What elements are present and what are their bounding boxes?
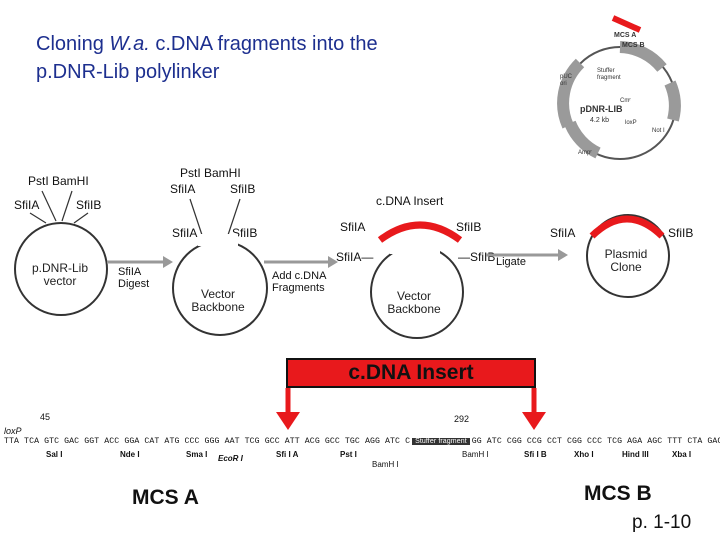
vector-plasmid-circle xyxy=(14,222,108,316)
site-xho: Xho I xyxy=(574,450,594,459)
backbone-sfia-top: SfiIA xyxy=(170,182,196,196)
stage-insert-arc xyxy=(377,221,463,243)
seq-position-right: 292 xyxy=(454,414,470,424)
ligate-step-label: Ligate xyxy=(496,256,526,268)
plasmid-mcs-b: MCS B xyxy=(622,42,645,49)
seq-stuffer: Stuffer fragment xyxy=(412,438,470,445)
plasmid-stuffer-1: Stuffer xyxy=(597,68,615,74)
plasmid-size: 4.2 kb xyxy=(590,117,610,124)
site-sal: Sal I xyxy=(46,450,63,459)
vector-sfia-label: SfiIA xyxy=(14,198,40,212)
plasmid-loxp: loxP xyxy=(625,120,637,126)
site-sma: Sma I xyxy=(186,450,208,459)
title-line-2: p.DNR-Lib polylinker xyxy=(36,61,220,83)
title-line-1: Cloning W.a. c.DNA fragments into the xyxy=(36,33,378,55)
site-bam: BamH I xyxy=(462,450,489,459)
site-xba: Xba I xyxy=(672,450,692,459)
site-bam-low: BamH I xyxy=(372,460,399,469)
mcs-marker xyxy=(611,15,642,33)
stage-cdna-insert-label: c.DNA Insert xyxy=(376,194,444,208)
plasmid-ampr: Ampʳ xyxy=(578,150,592,156)
cdna-insert-banner: c.DNA Insert xyxy=(286,358,536,388)
plasmid-mcs-a: MCS A xyxy=(614,32,637,39)
seq-part-1: TTA TCA GTC GAC GGT ACC GGA CAT ATG CCC … xyxy=(4,437,411,446)
vector-sfib-label: SfiIB xyxy=(76,198,102,212)
plasmid-stuffer-2: fragment xyxy=(597,75,621,81)
slide-title: Cloning W.a. c.DNA fragments into the p.… xyxy=(36,30,378,86)
plasmid-ori: ori xyxy=(560,81,567,87)
clone-sfib: SfiIB xyxy=(668,226,694,240)
plasmid-name: pDNR-LIB xyxy=(580,104,623,114)
arrow-add-cdna xyxy=(264,256,338,268)
vector-site-lines xyxy=(29,190,89,224)
seq-position-left: 45 xyxy=(40,412,51,422)
cmr-segment xyxy=(664,80,681,122)
polylinker-sequence: TTA TCA GTC GAC GGT ACC GGA CAT ATG CCC … xyxy=(4,437,720,446)
site-hind: Hind III xyxy=(622,450,649,459)
banner-arrows xyxy=(276,388,546,430)
arrow-digest xyxy=(107,256,173,268)
puc-ori-segment xyxy=(557,58,585,129)
stage-sfia: SfiIA xyxy=(340,220,366,234)
backbone-gap xyxy=(198,234,238,246)
site-nde: Nde I xyxy=(120,450,140,459)
backbone-sfia: SfiIA xyxy=(172,226,198,240)
site-sfib: Sfi I B xyxy=(524,450,547,459)
stage-sfib: SfiIB xyxy=(456,220,482,234)
arrow-ligate xyxy=(486,249,568,261)
backbone-sfib-top: SfiIB xyxy=(230,182,256,196)
backbone-pst-bam-label: PstI BamHI xyxy=(180,166,241,180)
mcs-a-label: MCS A xyxy=(132,486,199,509)
ampr-segment xyxy=(564,120,601,159)
plasmid-map xyxy=(557,15,681,160)
plasmid-cmr: Cmʳ xyxy=(620,98,631,104)
site-eco: EcoR I xyxy=(218,454,243,463)
seq-part-2: GG ATC CGG CCG CCT CGG CCC TCG AGA AGC T… xyxy=(471,437,720,446)
seq-loxp: loxP xyxy=(4,426,22,436)
site-sfia: Sfi I A xyxy=(276,450,299,459)
backbone-sfib: SfiIB xyxy=(232,226,258,240)
site-pst: Pst I xyxy=(340,450,357,459)
vector-pst-bam-label: PstI BamHI xyxy=(28,174,89,188)
mcs-b-label: MCS B xyxy=(584,482,652,505)
stuffer-segment xyxy=(619,41,667,72)
plasmid-not: Not I xyxy=(652,128,665,134)
stage-backbone-circle xyxy=(370,245,464,339)
plasmid-puc: pUC xyxy=(560,74,573,80)
page-number: p. 1-10 xyxy=(632,512,692,533)
clone-insert-arc xyxy=(589,215,665,239)
stage-backbone-gap xyxy=(390,240,440,254)
stage-sfia-2: SfiIA— xyxy=(336,250,374,264)
clone-sfia: SfiIA xyxy=(550,226,576,240)
